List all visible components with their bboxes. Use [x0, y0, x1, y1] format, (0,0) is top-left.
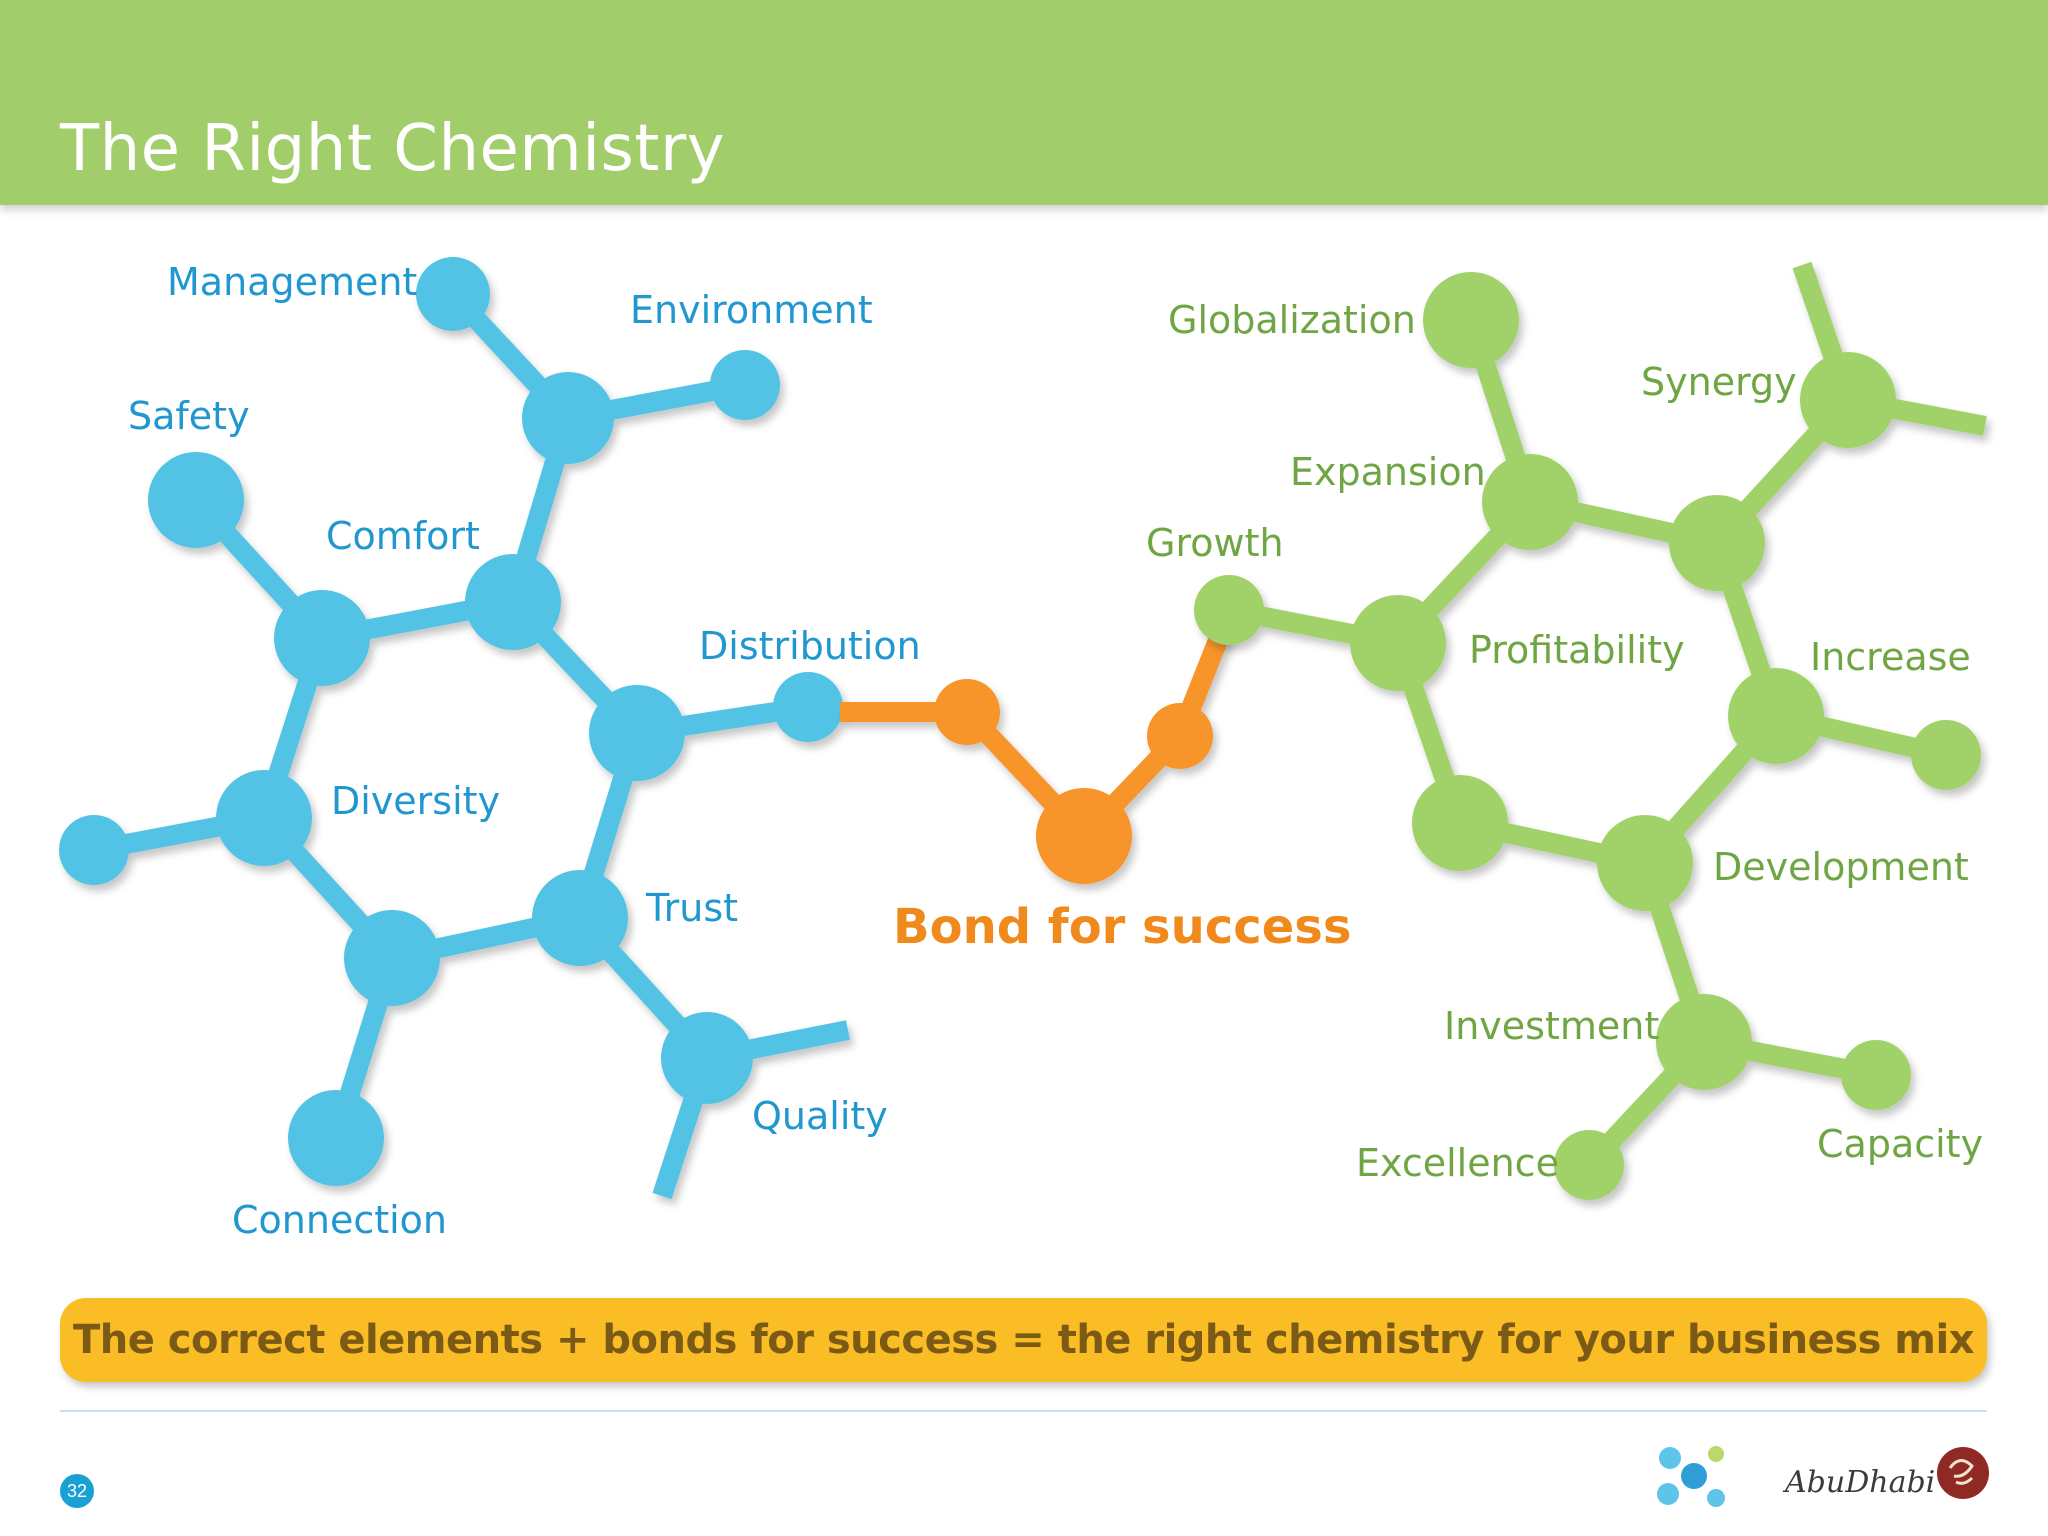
bond-atom-3 — [1147, 703, 1213, 769]
label-development: Development — [1713, 845, 1969, 889]
atom-far-left — [59, 815, 129, 885]
label-profitability: Profitability — [1469, 628, 1685, 672]
label-management: Management — [167, 260, 417, 304]
atom-management — [416, 257, 490, 331]
atom-profitability — [1350, 595, 1446, 691]
label-expansion: Expansion — [1290, 450, 1486, 494]
atom-globalization — [1423, 272, 1519, 368]
atom-distribution-center — [589, 685, 685, 781]
label-capacity: Capacity — [1817, 1122, 1983, 1166]
atom-synergy — [1800, 352, 1896, 448]
label-excellence: Excellence — [1356, 1141, 1559, 1185]
label-connection: Connection — [232, 1198, 447, 1242]
atom-ring-left — [274, 590, 370, 686]
label-distribution: Distribution — [699, 624, 921, 668]
atom-ring-bottom-left — [1412, 775, 1508, 871]
label-trust: Trust — [645, 886, 738, 930]
green-molecule — [1194, 261, 1987, 1200]
atom-increase-end — [1911, 720, 1981, 790]
atom-expansion — [1482, 454, 1578, 550]
label-synergy: Synergy — [1641, 360, 1797, 404]
summary-banner: The correct elements + bonds for success… — [60, 1298, 1987, 1382]
atom-quality — [661, 1012, 753, 1104]
bond-atom-1 — [934, 679, 1000, 745]
label-bond-for-success: Bond for success — [893, 899, 1351, 955]
atom-comfort — [465, 554, 561, 650]
label-quality: Quality — [752, 1094, 888, 1138]
atom-connection — [288, 1090, 384, 1186]
atom-environment — [710, 350, 780, 420]
label-investment: Investment — [1444, 1004, 1659, 1048]
atom-trust — [532, 870, 628, 966]
atom-ring-right — [1669, 495, 1765, 591]
atom-distribution — [773, 672, 843, 742]
atom-development — [1597, 815, 1693, 911]
slide-title: The Right Chemistry — [60, 112, 726, 186]
summary-text: The correct elements + bonds for success… — [72, 1317, 1975, 1363]
bond-atom-2 — [1036, 788, 1132, 884]
atom-increase — [1728, 668, 1824, 764]
header-bar: The Right Chemistry — [0, 0, 2048, 205]
atom-diversity — [216, 770, 312, 866]
atom-safety — [148, 452, 244, 548]
label-safety: Safety — [128, 394, 250, 438]
label-increase: Increase — [1810, 635, 1971, 679]
atom-investment — [1656, 994, 1752, 1090]
page-number: 32 — [60, 1474, 94, 1508]
abu-dhabi-emblem-icon — [1937, 1447, 1989, 1499]
blue-molecule — [59, 257, 850, 1200]
atom-comfort-top — [522, 372, 614, 464]
label-globalization: Globalization — [1168, 298, 1416, 342]
atom-growth — [1194, 575, 1264, 645]
label-environment: Environment — [630, 288, 873, 332]
label-diversity: Diversity — [331, 779, 500, 823]
label-comfort: Comfort — [326, 514, 480, 558]
atom-ring-bottom — [344, 910, 440, 1006]
atom-excellence — [1554, 1130, 1624, 1200]
orange-bond — [840, 606, 1240, 884]
molecule-logo-icon — [1657, 1446, 1725, 1507]
label-growth: Growth — [1146, 521, 1284, 565]
atom-capacity — [1841, 1040, 1911, 1110]
footer-divider — [60, 1410, 1987, 1412]
brand-text: AbuDhabi — [1785, 1465, 1936, 1500]
